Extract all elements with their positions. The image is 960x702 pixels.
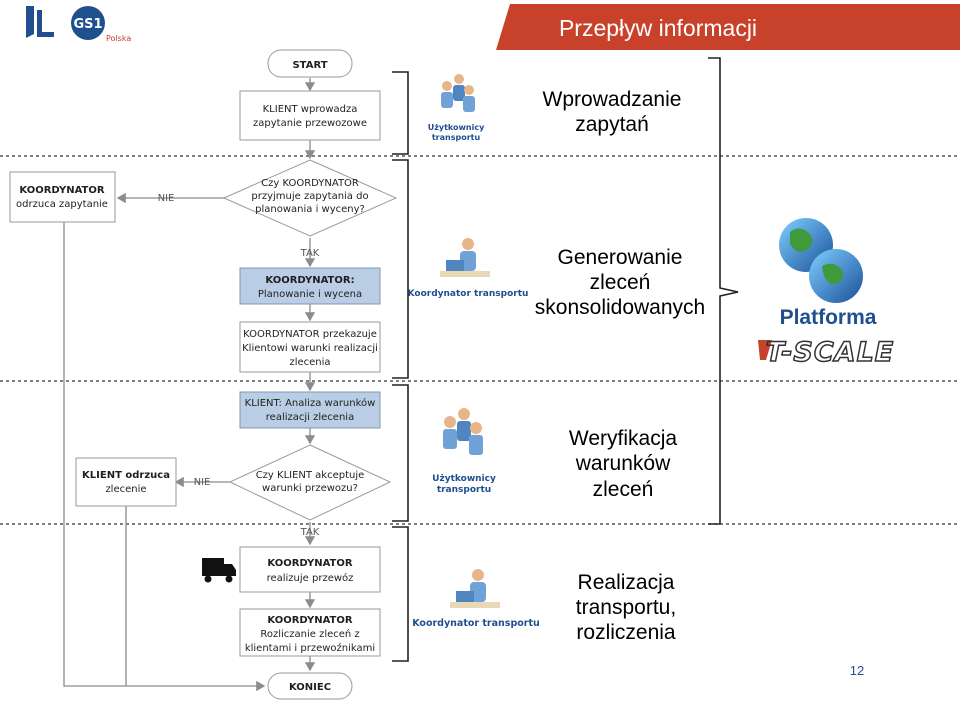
page-number: 12 [850,663,864,678]
svg-text:zlecenie: zlecenie [105,484,146,495]
svg-text:KOORDYNATOR przekazuje: KOORDYNATOR przekazuje [243,329,377,340]
gs1-text: GS1 [73,17,102,32]
start-node: START [267,49,353,78]
t-scale-logo: T-SCALE [758,336,894,369]
tak-label-1: TAK [300,248,320,259]
page-title: Przepływ informacji [559,15,757,41]
decision-2: Czy KLIENT akceptuje warunki przewozu? [228,444,392,521]
svg-text:zapytań: zapytań [575,113,649,136]
svg-text:KOORDYNATOR: KOORDYNATOR [267,558,352,569]
globe-icon [779,218,863,303]
svg-text:Realizacja: Realizacja [578,571,675,594]
klient-odrzuca-box: KLIENT odrzuca zlecenie [75,457,177,507]
planowanie-box: KOORDYNATOR: Planowanie i wycena [239,267,381,305]
svg-text:Generowanie: Generowanie [558,246,683,269]
analiza-box: KLIENT: Analiza warunków realizacji zlec… [239,391,381,429]
svg-text:skonsolidowanych: skonsolidowanych [535,296,705,319]
realizuje-box: KOORDYNATOR realizuje przewóz [239,546,381,593]
svg-text:Czy KLIENT akceptuje: Czy KLIENT akceptuje [256,470,365,481]
rozliczanie-box: KOORDYNATOR Rozliczanie zleceń z klienta… [239,608,381,657]
users-label-2a: Użytkownicy [432,474,496,484]
gs1-sub: Polska [106,34,131,43]
svg-text:klientami i przewoźnikami: klientami i przewoźnikami [245,642,375,654]
truck-icon [202,558,236,583]
svg-text:Klientowi warunki realizacji: Klientowi warunki realizacji [242,343,378,354]
koniec-node: KONIEC [267,672,353,700]
svg-text:warunków: warunków [575,452,671,475]
connectors [63,78,316,692]
svg-text:Planowanie i wycena: Planowanie i wycena [258,289,362,300]
nie-label-1: NIE [158,193,175,204]
svg-text:warunki przewozu?: warunki przewozu? [262,483,358,494]
svg-text:realizuje przewóz: realizuje przewóz [267,572,354,584]
stage-2-label: Generowanie zleceń skonsolidowanych [535,246,705,319]
title-banner: Przepływ informacji [496,4,960,50]
svg-text:Wprowadzanie: Wprowadzanie [543,88,682,111]
decision-1: Czy KOORDYNATOR przyjmuje zapytania do p… [222,159,398,237]
coordinator-label-2: Koordynator transportu [412,618,540,629]
svg-text:transportu,: transportu, [576,596,676,619]
svg-text:realizacji zlecenia: realizacji zlecenia [266,412,354,423]
stage-3-label: Weryfikacja warunków zleceń [569,427,677,501]
svg-text:zapytanie przewozowe: zapytanie przewozowe [253,118,367,129]
users-label-1b: transportu [432,133,481,142]
coordinator-icon-2 [450,569,500,608]
svg-text:START: START [292,60,327,71]
svg-text:zleceń: zleceń [593,478,654,501]
users-icon-1 [441,74,475,112]
users-label-2b: transportu [437,485,491,495]
svg-text:rozliczenia: rozliczenia [576,621,676,644]
svg-text:KOORDYNATOR:: KOORDYNATOR: [265,275,354,286]
svg-text:zleceń: zleceń [590,271,651,294]
users-label-1a: Użytkownicy [428,123,485,132]
svg-text:KLIENT wprowadza: KLIENT wprowadza [263,104,358,115]
svg-text:odrzuca zapytanie: odrzuca zapytanie [16,199,108,210]
gs1-logo: GS1 Polska [68,3,138,45]
svg-text:KOORDYNATOR: KOORDYNATOR [19,185,104,196]
platform-label: Platforma [780,306,877,329]
coordinator-icon-1 [440,238,490,277]
svg-text:Rozliczanie zleceń z: Rozliczanie zleceń z [260,628,359,640]
svg-text:KONIEC: KONIEC [289,682,331,693]
svg-text:przyjmuje zapytania do: przyjmuje zapytania do [251,191,368,202]
svg-text:KLIENT odrzuca: KLIENT odrzuca [82,470,170,481]
il-logo [22,4,58,40]
stage-brackets-left [392,71,409,662]
nie-label-2: NIE [194,477,211,488]
przekazuje-box: KOORDYNATOR przekazuje Klientowi warunki… [239,321,381,373]
tak-label-2: TAK [300,527,320,538]
klient-wprowadza-box: KLIENT wprowadza zapytanie przewozowe [239,90,381,141]
t-scale-text: T-SCALE [766,337,894,368]
svg-text:zlecenia: zlecenia [289,357,330,368]
stage-4-label: Realizacja transportu, rozliczenia [576,571,676,644]
platform-brace [708,57,739,525]
koordynator-odrzuca-box: KOORDYNATOR odrzuca zapytanie [9,171,116,223]
svg-text:KOORDYNATOR: KOORDYNATOR [267,615,352,626]
coordinator-label-1: Koordynator transportu [408,289,529,299]
svg-text:planowania i wyceny?: planowania i wyceny? [255,204,365,215]
stage-1-label: Wprowadzanie zapytań [543,88,682,136]
users-icon-2 [443,408,483,455]
svg-text:KLIENT: Analiza warunków: KLIENT: Analiza warunków [245,397,376,409]
svg-text:Weryfikacja: Weryfikacja [569,427,677,450]
svg-text:Czy KOORDYNATOR: Czy KOORDYNATOR [261,178,359,189]
